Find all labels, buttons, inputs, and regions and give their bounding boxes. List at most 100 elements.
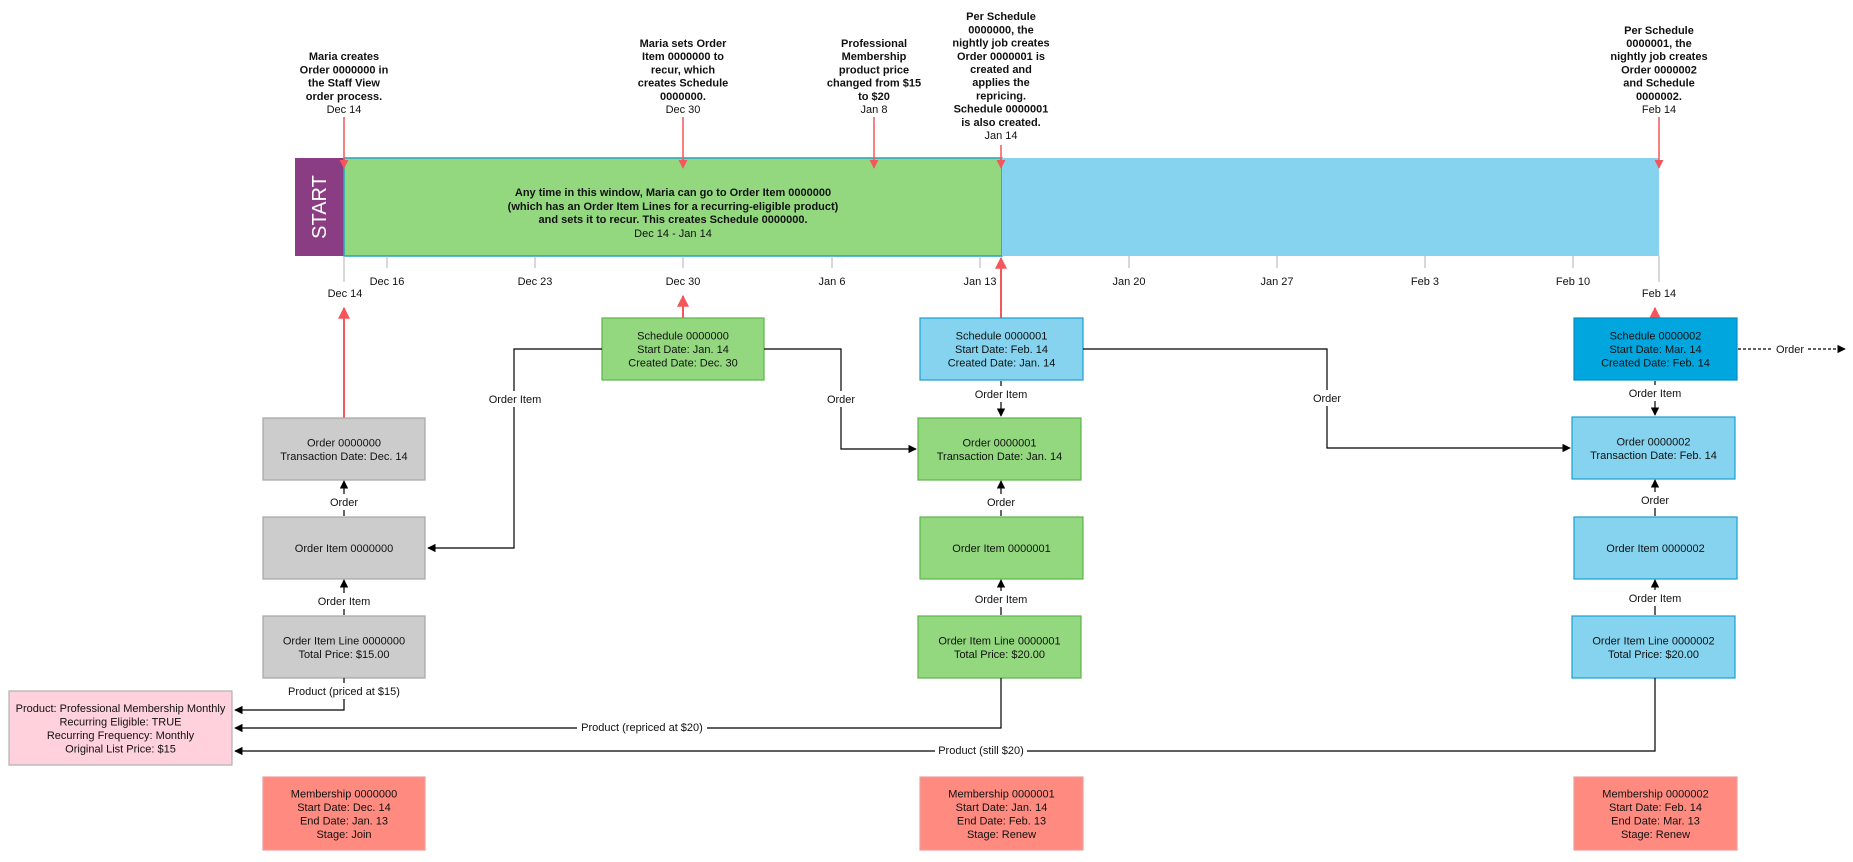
window-text-4: Dec 14 - Jan 14 bbox=[634, 228, 712, 240]
membership0-text: Start Date: Dec. 14 bbox=[297, 802, 391, 814]
order2-box-bg bbox=[1571, 416, 1736, 480]
annotation-line: recur, which bbox=[651, 64, 715, 76]
annotation-line: Order 0000001 is bbox=[957, 51, 1045, 63]
membership1-text: Stage: Renew bbox=[967, 829, 1036, 841]
link-line2-product bbox=[234, 678, 1656, 756]
orderitem2-text: Order Item 0000002 bbox=[1606, 543, 1704, 555]
tick-dec14: Dec 14 bbox=[328, 288, 363, 300]
annotation-line: Maria sets Order bbox=[640, 38, 728, 50]
orderitem1-box: Order Item 0000001 bbox=[919, 516, 1084, 580]
schedule2-text: Start Date: Mar. 14 bbox=[1609, 344, 1701, 356]
annotation-line: Order 0000002 bbox=[1621, 64, 1697, 76]
membership2-text: End Date: Mar. 13 bbox=[1611, 815, 1700, 827]
product-box: Product: Professional Membership Monthly… bbox=[8, 690, 233, 766]
line2-text: Order Item Line 0000002 bbox=[1592, 635, 1714, 647]
schedule2-text: Schedule 0000002 bbox=[1610, 331, 1702, 343]
tick-label: Jan 20 bbox=[1112, 276, 1145, 288]
tick-label: Jan 6 bbox=[819, 276, 846, 288]
window-blue bbox=[1002, 158, 1659, 256]
order1-text: Order 0000001 bbox=[963, 437, 1037, 449]
line1-box-bg bbox=[917, 615, 1082, 679]
annotation-date: Jan 8 bbox=[861, 104, 888, 116]
membership1-box-bg bbox=[919, 776, 1084, 851]
annotation-line: Order 0000000 in bbox=[300, 64, 389, 76]
annotation-line: to $20 bbox=[858, 91, 890, 103]
order1-box-bg bbox=[917, 417, 1082, 481]
label-product-20: Product (repriced at $20) bbox=[581, 722, 703, 734]
schedule1-text: Created Date: Jan. 14 bbox=[948, 358, 1056, 370]
order0-text: Order 0000000 bbox=[307, 437, 381, 449]
orderitem0-box-bg bbox=[262, 516, 426, 580]
line2-box-bg bbox=[1571, 615, 1736, 679]
schedule0-text: Start Date: Jan. 14 bbox=[637, 344, 729, 356]
line0-box-bg bbox=[262, 615, 426, 679]
label-schedule2-next-order: Order bbox=[1776, 344, 1804, 356]
start-block bbox=[295, 158, 344, 256]
order0-text: Transaction Date: Dec. 14 bbox=[280, 451, 407, 463]
label-oi0-order: Order bbox=[330, 497, 358, 509]
tick-label: Jan 27 bbox=[1260, 276, 1293, 288]
orderitem1-box-bg bbox=[919, 516, 1084, 580]
tick-label: Jan 13 bbox=[963, 276, 996, 288]
tick-label: Dec 30 bbox=[666, 276, 701, 288]
orderitem2-box: Order Item 0000002 bbox=[1573, 516, 1738, 580]
schedule1-text: Start Date: Feb. 14 bbox=[955, 344, 1048, 356]
annotation-line: created and bbox=[970, 64, 1032, 76]
order2-text: Order 0000002 bbox=[1617, 436, 1691, 448]
label-product-15: Product (priced at $15) bbox=[288, 686, 400, 698]
schedule2-text: Created Date: Feb. 14 bbox=[1601, 358, 1710, 370]
line1-text: Order Item Line 0000001 bbox=[938, 635, 1060, 647]
label-product-still20: Product (still $20) bbox=[938, 745, 1024, 757]
label-schedule0-orderitem: Order Item bbox=[489, 394, 542, 406]
schedule2-box-bg bbox=[1573, 317, 1738, 381]
product-text: Recurring Frequency: Monthly bbox=[47, 730, 195, 742]
start-label: START bbox=[309, 175, 331, 239]
annotation-line: 0000000, the bbox=[968, 24, 1033, 36]
orderitem0-text: Order Item 0000000 bbox=[295, 543, 393, 555]
annotation-line: changed from $15 bbox=[827, 78, 921, 90]
annotation-line: is also created. bbox=[961, 117, 1041, 129]
label-line0-orderitem: Order Item bbox=[318, 596, 371, 608]
annotation-line: Schedule 0000001 bbox=[954, 104, 1049, 116]
product-text: Original List Price: $15 bbox=[65, 743, 176, 755]
membership2-text: Stage: Renew bbox=[1621, 829, 1690, 841]
label-oi2-order: Order bbox=[1641, 495, 1669, 507]
membership1-text: Start Date: Jan. 14 bbox=[956, 802, 1048, 814]
order2-text: Transaction Date: Feb. 14 bbox=[1590, 450, 1717, 462]
label-schedule0-order: Order bbox=[827, 394, 855, 406]
label-schedule1-orderitem: Order Item bbox=[975, 389, 1028, 401]
annotation-line: nightly job creates bbox=[1610, 51, 1707, 63]
annotation-line: and Schedule bbox=[1623, 78, 1695, 90]
annotation-line: 0000002. bbox=[1636, 91, 1682, 103]
schedule1-text: Schedule 0000001 bbox=[956, 331, 1048, 343]
annotation-date: Dec 14 bbox=[327, 104, 362, 116]
membership0-box-bg bbox=[262, 776, 426, 851]
annotation-line: creates Schedule bbox=[638, 78, 729, 90]
schedule0-text: Schedule 0000000 bbox=[637, 331, 729, 343]
annotation-date: Feb 14 bbox=[1642, 104, 1676, 116]
line2-text: Total Price: $20.00 bbox=[1608, 649, 1699, 661]
tick-label: Feb 10 bbox=[1556, 276, 1590, 288]
membership2-box-bg bbox=[1573, 776, 1738, 851]
product-box-bg bbox=[8, 690, 233, 766]
line1-text: Total Price: $20.00 bbox=[954, 649, 1045, 661]
line0-text: Order Item Line 0000000 bbox=[283, 635, 405, 647]
schedule0-text: Created Date: Dec. 30 bbox=[628, 358, 737, 370]
tick-label: Dec 16 bbox=[370, 276, 405, 288]
orderitem1-text: Order Item 0000001 bbox=[952, 543, 1050, 555]
order0-box-bg bbox=[262, 417, 426, 481]
annotation-line: Item 0000000 to bbox=[642, 51, 724, 63]
line0-text: Total Price: $15.00 bbox=[298, 649, 389, 661]
annotation-line: 0000001, the bbox=[1626, 38, 1691, 50]
annotation-line: Per Schedule bbox=[1624, 25, 1694, 37]
label-line1-orderitem: Order Item bbox=[975, 594, 1028, 606]
